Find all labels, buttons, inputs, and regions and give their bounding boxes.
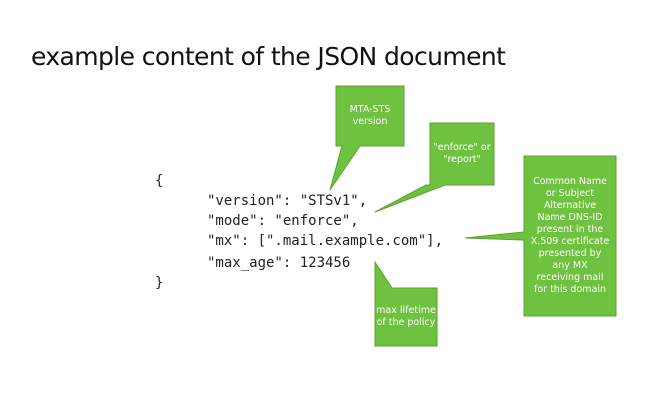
callout-mode-label: "enforce" or "report" bbox=[433, 142, 491, 165]
callout-version-label: MTA-STS version bbox=[349, 104, 391, 127]
callout-version-shape bbox=[329, 85, 405, 191]
callout-max-age-shape bbox=[374, 260, 438, 347]
callout-mx-label: Common Name or Subject Alternative Name … bbox=[530, 176, 610, 295]
callout-mx-shape bbox=[464, 155, 617, 317]
callout-mode-shape bbox=[374, 122, 495, 213]
callout-max-age-label: max lifetime of the policy bbox=[376, 305, 436, 328]
slide-title: example content of the JSON document bbox=[31, 42, 506, 71]
